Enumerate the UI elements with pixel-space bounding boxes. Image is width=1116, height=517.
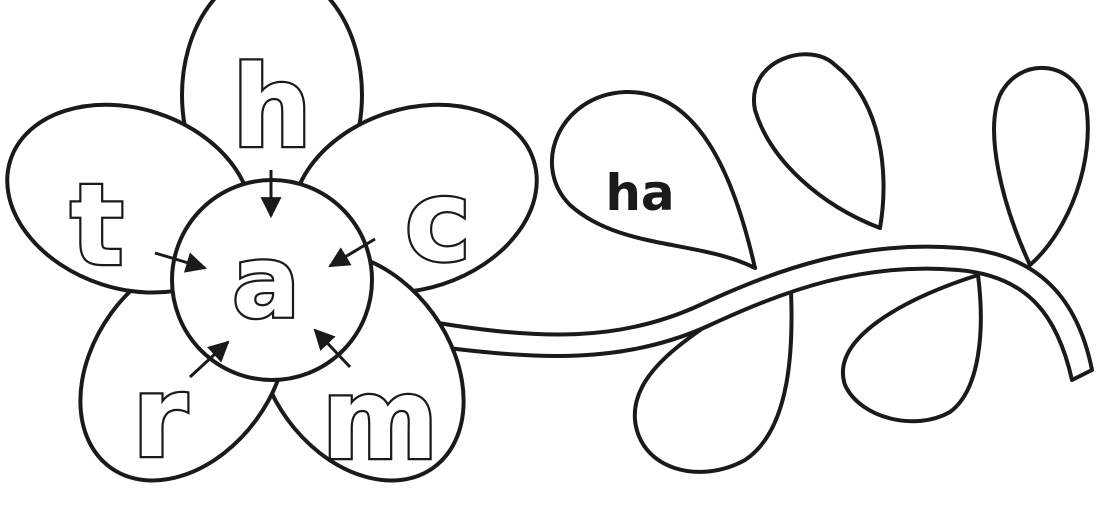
center-letter: a [232, 224, 299, 341]
petal-letter-top: h [232, 43, 312, 173]
leaf-3 [994, 68, 1088, 265]
leaf-5 [843, 275, 981, 421]
leaf-1-word: ha [605, 164, 674, 222]
petal-letter-bottom-right: m [322, 355, 439, 485]
petal-letter-left: t [70, 161, 124, 291]
leaf-2 [754, 54, 884, 228]
stem-group [432, 54, 1092, 472]
flower: h c m r t a [0, 0, 561, 517]
petal-letter-bottom-left: r [132, 353, 187, 483]
petal-letter-right: c [405, 157, 471, 287]
